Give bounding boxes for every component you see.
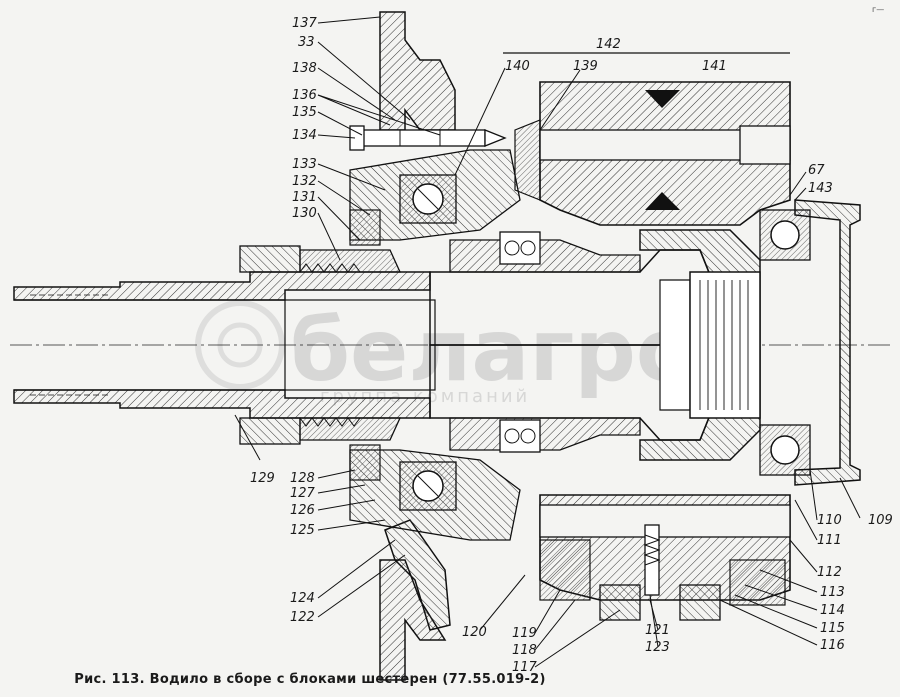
bolt	[349, 125, 507, 151]
callout-114: 114	[820, 603, 845, 618]
figure-caption: Рис. 113. Водило в сборе с блоками шесте…	[74, 672, 546, 687]
callout-141: 141	[702, 59, 727, 74]
right-bearing-upper	[759, 209, 811, 261]
planet-gear-block-lower	[539, 494, 791, 621]
callout-labels: 137 33 138 136 135 134 133 132 131 130 1…	[250, 16, 893, 675]
callout-112: 112	[817, 565, 842, 580]
callout-110: 110	[817, 513, 842, 528]
right-bearing-lower	[759, 424, 811, 476]
callout-139: 139	[573, 59, 598, 74]
callout-122: 122	[290, 610, 315, 625]
callout-111: 111	[817, 533, 842, 548]
callout-136: 136	[292, 88, 317, 103]
callout-140: 140	[505, 59, 530, 74]
callout-116: 116	[820, 638, 845, 653]
callout-127: 127	[290, 486, 316, 501]
callout-133: 133	[292, 157, 317, 172]
callout-130: 130	[292, 206, 317, 221]
callout-118: 118	[512, 643, 537, 658]
callout-135: 135	[292, 105, 317, 120]
needle-bearing-upper	[499, 231, 541, 265]
internal-spline-hub	[689, 271, 761, 419]
planet-gear-block-upper	[514, 81, 791, 226]
threaded-nut	[239, 245, 402, 445]
callout-120: 120	[462, 625, 487, 640]
callout-124: 124	[290, 591, 315, 606]
watermark: белагро группа компаний	[195, 300, 695, 407]
callout-131: 131	[292, 190, 317, 205]
leader-lines	[234, 16, 861, 668]
callout-109: 109	[868, 513, 893, 528]
callout-128: 128	[290, 471, 315, 486]
callout-129: 129	[250, 471, 275, 486]
callout-67: 67	[808, 163, 825, 178]
callout-126: 126	[290, 503, 315, 518]
callout-33: 33	[298, 35, 315, 50]
callout-137: 137	[292, 16, 318, 31]
callout-123: 123	[645, 640, 670, 655]
watermark-brand: белагро	[290, 301, 695, 401]
callout-119: 119	[512, 626, 537, 641]
callout-121: 121	[645, 623, 670, 638]
needle-bearing-lower	[499, 419, 541, 453]
callout-138: 138	[292, 61, 317, 76]
callout-134: 134	[292, 128, 317, 143]
callout-132: 132	[292, 174, 317, 189]
left-bearing-lower	[399, 461, 457, 511]
left-bearing-upper	[399, 174, 457, 224]
output-shaft	[13, 271, 436, 419]
callout-143: 143	[808, 181, 833, 196]
callout-117: 117	[512, 660, 538, 675]
corner-mark: г—	[872, 5, 884, 14]
callout-115: 115	[820, 621, 845, 636]
end-cover	[794, 199, 861, 486]
callout-142: 142	[596, 37, 621, 52]
callout-125: 125	[290, 523, 315, 538]
callout-113: 113	[820, 585, 845, 600]
